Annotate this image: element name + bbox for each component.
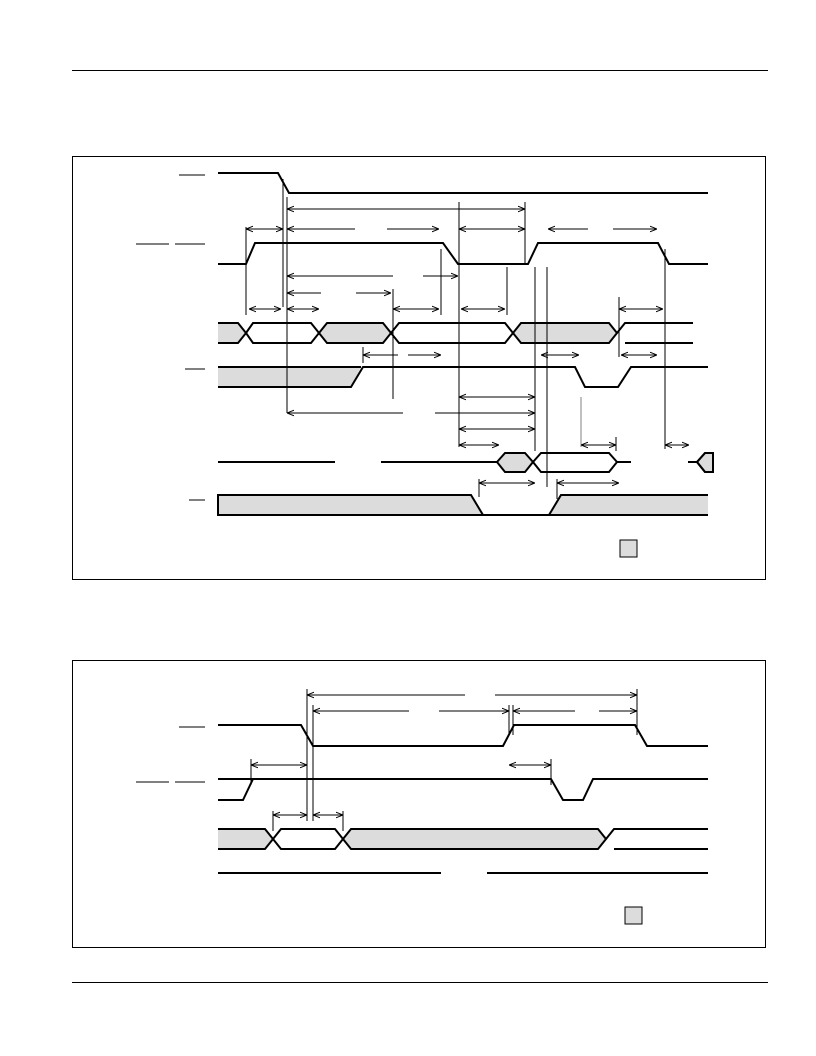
signal-row-5-bus xyxy=(218,452,714,473)
signal-row-3-bus xyxy=(218,322,693,344)
legend-swatch-gray xyxy=(619,539,638,558)
reference-lines xyxy=(245,179,666,499)
timing-diagram-frame-1 xyxy=(72,156,766,580)
dimension-arrows-d2 xyxy=(251,695,637,815)
dimension-arrows xyxy=(246,209,689,483)
footer-rule xyxy=(72,982,768,983)
legend-swatch-gray-2 xyxy=(624,906,643,925)
timing-diagram-1 xyxy=(136,172,714,558)
signal-label-marks-2 xyxy=(136,726,205,783)
signal-row-4 xyxy=(218,366,708,388)
signal-row-1-d2 xyxy=(218,724,708,747)
signal-row-2 xyxy=(218,242,708,265)
reference-lines-d2 xyxy=(250,689,638,831)
header-rule xyxy=(72,70,768,71)
signal-row-1 xyxy=(218,172,708,194)
signal-row-3-bus-d2 xyxy=(218,828,708,850)
timing-diagram-2 xyxy=(136,689,708,925)
signal-row-2-d2 xyxy=(218,778,708,801)
signal-row-6 xyxy=(217,494,708,516)
timing-diagram-frame-2 xyxy=(72,660,766,948)
signal-label-marks xyxy=(136,174,205,501)
